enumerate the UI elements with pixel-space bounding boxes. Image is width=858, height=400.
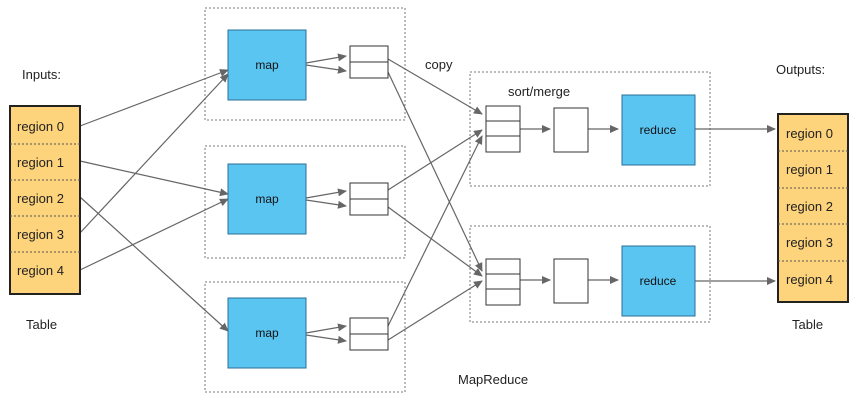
sort-merge-box-2 [553, 258, 589, 304]
map-buffer-2 [349, 182, 389, 216]
map-task-3: map [227, 297, 307, 369]
copy-arrow [387, 58, 483, 115]
reduce-task-2: reduce [621, 245, 696, 317]
reduce-label: reduce [640, 274, 677, 288]
output-table: Outputs: region 0 region 1 region 2 regi… [776, 62, 849, 332]
map-label: map [255, 326, 279, 340]
output-region-1: region 1 [786, 162, 833, 177]
map-label: map [255, 58, 279, 72]
map-task-2: map [227, 163, 307, 235]
output-region-0: region 0 [786, 126, 833, 141]
output-region-4: region 4 [786, 272, 833, 287]
arrow-r4-map2 [79, 198, 229, 271]
arrow-r2-map3 [79, 196, 229, 332]
map-group-2 [204, 145, 406, 259]
output-region-2: region 2 [786, 199, 833, 214]
input-region-2: region 2 [17, 191, 64, 206]
reduce-input-buffer-1 [485, 105, 521, 153]
copy-label: copy [425, 57, 453, 72]
map-buffer-3 [349, 317, 389, 351]
input-table: Inputs: region 0 region 1 region 2 regio… [9, 67, 81, 332]
arrow-r1-map2 [79, 160, 229, 197]
mapreduce-label: MapReduce [458, 372, 528, 387]
input-region-1: region 1 [17, 155, 64, 170]
map-task-1: map [227, 29, 307, 101]
sort-merge-box-1 [553, 107, 589, 153]
arrow-r0-map1 [79, 69, 229, 127]
reduce-label: reduce [640, 123, 677, 137]
output-region-3: region 3 [786, 235, 833, 250]
reduce-input-buffer-2 [485, 258, 521, 306]
inputs-heading: Inputs: [22, 67, 61, 82]
map-group-1 [204, 7, 406, 121]
map-label: map [255, 192, 279, 206]
inputs-footer: Table [26, 317, 57, 332]
sort-merge-label: sort/merge [508, 84, 570, 99]
arrows [79, 53, 776, 344]
map-group-3 [204, 281, 406, 393]
map-buffer-1 [349, 45, 389, 79]
input-region-4: region 4 [17, 263, 64, 278]
outputs-footer: Table [792, 317, 823, 332]
input-region-0: region 0 [17, 119, 64, 134]
reduce-group-2 [469, 225, 711, 323]
reduce-task-1: reduce [621, 94, 696, 166]
input-region-3: region 3 [17, 227, 64, 242]
outputs-heading: Outputs: [776, 62, 825, 77]
arrow-r3-map1 [79, 73, 229, 234]
